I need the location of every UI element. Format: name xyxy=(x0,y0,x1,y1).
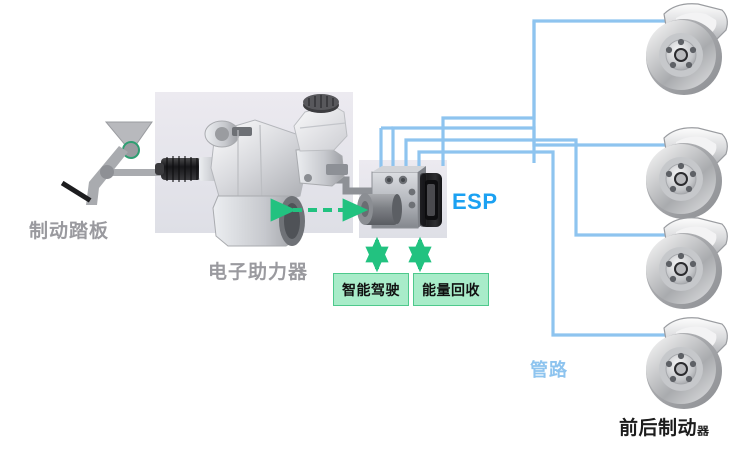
pedal-pad xyxy=(60,180,92,203)
pedal-bracket xyxy=(104,121,153,153)
esp-solenoid-ports xyxy=(377,175,416,217)
label-front-rear-brakes-tail: 器 xyxy=(697,424,709,438)
pipe-to-disc-4 xyxy=(417,150,666,337)
pedal-pivot-icon xyxy=(122,141,140,159)
pipe-to-disc-2 xyxy=(391,126,666,166)
brake-disc-3 xyxy=(646,217,728,309)
pedal-joint xyxy=(100,165,114,179)
pipe-top-branch xyxy=(381,21,536,166)
booster-connector xyxy=(232,127,252,136)
pipe-to-disc-1 xyxy=(532,19,665,163)
brake-disc-1 xyxy=(646,3,728,95)
brake-pedal-assembly xyxy=(60,121,166,205)
label-front-rear-brakes: 前后制动器 xyxy=(619,413,709,440)
reservoir-seam xyxy=(299,122,347,129)
brake-disc-2 xyxy=(646,127,728,219)
label-electric-booster: 电子助力器 xyxy=(208,262,309,283)
label-esp: ESP xyxy=(452,189,498,214)
function-box-energy-recovery[interactable]: 能量回收 xyxy=(413,273,489,306)
signal-arrows xyxy=(270,198,432,273)
label-front-rear-brakes-main: 前后制动 xyxy=(619,418,698,439)
esp-pump-motor xyxy=(357,193,402,225)
label-brake-pedal: 制动踏板 xyxy=(29,221,110,242)
booster-bolt xyxy=(304,174,312,182)
master-cylinder-port xyxy=(326,164,348,175)
brake-disc-4 xyxy=(646,317,728,409)
pipe-to-disc-3 xyxy=(404,138,666,237)
label-pipeline: 管路 xyxy=(530,360,568,380)
booster-bellows xyxy=(155,156,201,182)
function-box-intelligent-driving[interactable]: 智能驾驶 xyxy=(333,273,409,306)
reservoir-cap xyxy=(303,94,339,113)
esp-ecu-module xyxy=(420,173,442,227)
pedal-pushrod xyxy=(103,169,166,176)
